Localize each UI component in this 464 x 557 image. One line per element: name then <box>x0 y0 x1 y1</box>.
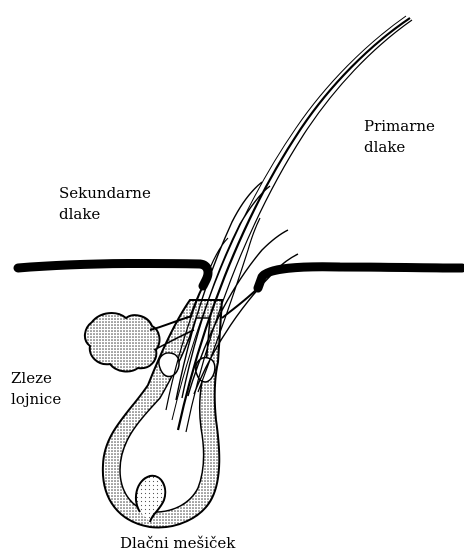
label-hair-follicle: Dlačni mešiček <box>120 533 235 554</box>
follicle-lip-right <box>222 288 258 318</box>
sebaceous-gland <box>85 313 160 371</box>
label-primary-hairs: Primarne dlake <box>364 116 435 158</box>
label-secondary-hairs-line2: dlake <box>59 204 151 225</box>
label-secondary-hairs-line1: Sekundarne <box>59 183 151 204</box>
label-sebaceous-glands: Zleze lojnice <box>11 368 61 410</box>
primary-hair-shaft-edge <box>186 20 412 432</box>
label-primary-hairs-line1: Primarne <box>364 116 435 137</box>
skin-surface-left <box>18 263 208 286</box>
label-primary-hairs-line2: dlake <box>364 137 435 158</box>
label-secondary-hairs: Sekundarne dlake <box>59 183 151 225</box>
label-sebaceous-glands-line1: Zleze <box>11 368 61 389</box>
label-sebaceous-glands-line2: lojnice <box>11 389 61 410</box>
skin-surface-right <box>258 267 462 288</box>
